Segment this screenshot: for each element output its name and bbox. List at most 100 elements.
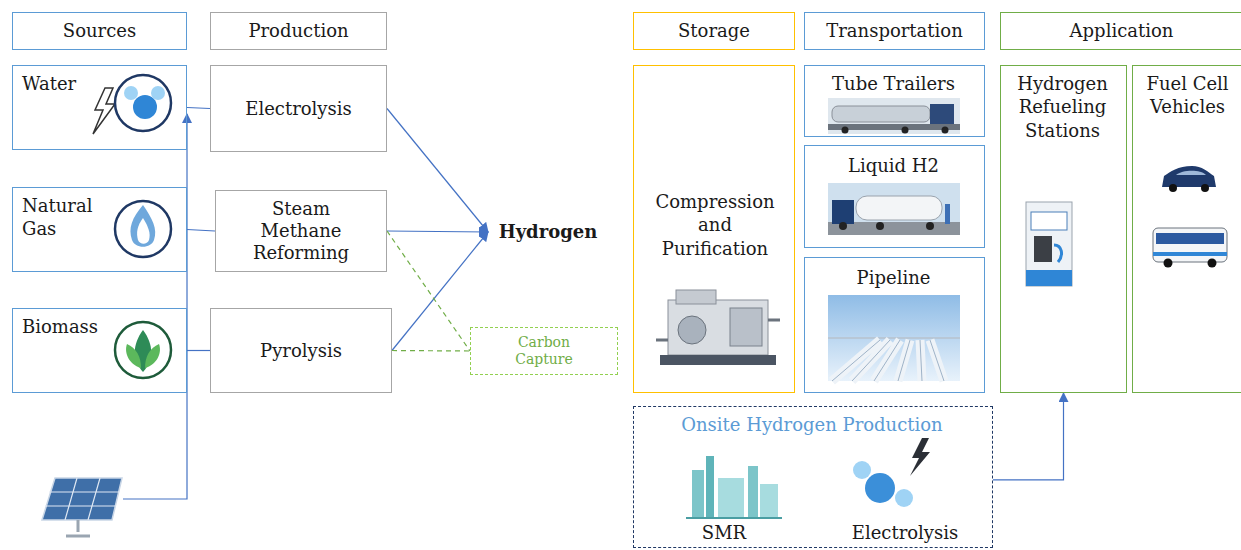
node-text: Water [22,72,117,95]
stage-header: Production [210,12,387,50]
solar-panel [66,520,90,536]
node-text: Sources [63,19,136,42]
biomass-icon [126,344,141,368]
compressor-picture [668,300,768,355]
tube-trailer-picture [930,104,954,124]
node-text: Fuel Cell Vehicles [1135,72,1240,119]
gas-flame-icon [137,218,150,244]
transport-box: Liquid H2 [804,145,985,248]
liquid-h2-truck-picture [832,200,854,224]
source-box: Natural Gas [12,187,187,272]
bus-picture [1153,252,1227,256]
connector [387,109,488,233]
node-text: Onsite Hydrogen Production [634,413,990,436]
solar-panel [42,478,122,536]
smr-plant-picture [706,456,714,518]
liquid-h2-truck-picture [839,222,847,230]
electrolysis-icon [853,438,930,507]
bus-picture [1153,228,1227,262]
node-text: Pipeline [805,266,982,289]
node-text: Compression and Purification [645,190,785,260]
tube-trailer-picture [942,127,949,134]
node-text: Transportation [826,19,963,42]
bus-picture [1153,228,1227,268]
source-box: Biomass [12,308,187,393]
connector [993,393,1064,480]
connector [387,231,470,351]
fuel-pump-picture [1054,245,1061,262]
liquid-h2-truck-picture [828,183,960,235]
node-text: SMR [682,521,766,544]
smr-plant-picture [686,517,782,519]
node-text: Storage [678,19,750,42]
connector [187,108,210,109]
stage-header: Sources [12,12,187,50]
onsite-production-box: Onsite Hydrogen ProductionSMR Electrolysi… [633,406,993,548]
tube-trailer-picture [832,106,930,122]
liquid-h2-truck-picture [876,222,884,230]
connector [187,230,215,232]
pipeline-picture [828,295,960,381]
liquid-h2-truck-picture [828,183,960,235]
node-text: Steam Methane Reforming [239,198,364,264]
compressor-picture [656,320,780,340]
smr-plant-picture [748,466,758,518]
fuel-pump-picture [1026,202,1072,286]
stage-header: Transportation [804,12,985,50]
pipeline-picture [828,295,960,381]
car-picture [1169,184,1177,192]
electrolysis-icon [895,489,913,507]
biomass-icon [145,344,160,368]
process-box: Pyrolysis [210,308,392,393]
stage-header: Application [1000,12,1241,50]
fuel-pump-picture [1026,202,1072,286]
storage-box: Compression and Purification [633,65,795,393]
node-text: Electrolysis [830,521,980,544]
car-picture [1162,166,1216,192]
liquid-h2-truck-picture [926,222,934,230]
node-text: Hydrogen Refueling Stations [1001,72,1124,142]
node-text: Pyrolysis [260,339,342,362]
smr-plant-picture [692,470,704,518]
process-box: Electrolysis [210,65,387,152]
fuel-pump-picture [1031,212,1067,230]
node-text: Natural Gas [22,194,114,241]
compressor-picture [730,308,762,346]
node-text: Hydrogen [499,220,598,243]
node-text: Tube Trailers [805,72,982,95]
biomass-icon [115,322,171,378]
bus-picture [1164,259,1173,268]
car-picture [1176,171,1206,175]
fuel-pump-picture [1026,270,1072,286]
process-box: Steam Methane Reforming [215,190,387,272]
smr-plant-picture [760,484,778,518]
pipeline-picture [832,340,944,381]
tube-trailer-picture [842,127,849,134]
water-icon [124,86,138,100]
water-icon [151,86,165,100]
tube-trailer-picture [902,127,909,134]
pipeline-picture [828,337,960,339]
car-picture [1162,166,1216,187]
node-text: Application [1070,19,1174,42]
source-box: Water [12,65,187,150]
stage-header: Storage [633,12,795,50]
water-icon [93,75,171,134]
tube-trailer-picture [828,98,960,134]
electrolysis-icon [853,461,871,479]
node-text: Liquid H2 [805,154,982,177]
solar-panel [45,478,119,520]
connector [392,350,470,352]
bus-picture [1156,233,1224,244]
compressor-picture [656,290,780,365]
gas-flame-icon [115,201,171,257]
bus-picture [1208,259,1217,268]
transport-box: Tube Trailers [804,65,985,137]
smr-plant-picture [718,478,744,518]
water-icon [133,95,157,119]
solar-feed-line [123,114,187,499]
fuel-pump-picture [1034,236,1052,262]
compressor-picture [678,316,706,344]
water-icon [93,88,115,134]
